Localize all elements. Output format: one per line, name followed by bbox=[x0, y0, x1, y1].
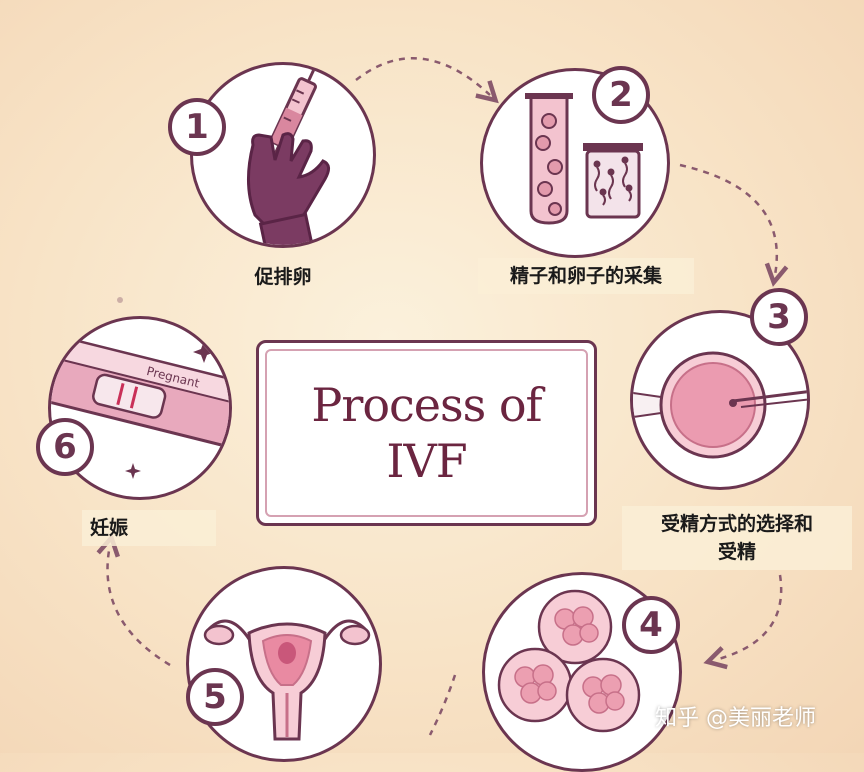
step-4-number: 4 bbox=[622, 596, 680, 654]
step-6-label: 妊娠 bbox=[82, 510, 216, 546]
step-5-number: 5 bbox=[186, 668, 244, 726]
step-6-number: 6 bbox=[36, 418, 94, 476]
arrow-5-to-6 bbox=[96, 533, 171, 667]
test-tubes-icon bbox=[525, 93, 643, 225]
step-1-label: 促排卵 bbox=[254, 266, 312, 288]
egg-injection-icon bbox=[633, 351, 807, 459]
title-line-1: Process of bbox=[311, 378, 542, 432]
title-box: Process of IVF bbox=[256, 340, 597, 526]
step-3-circle bbox=[630, 310, 810, 490]
embryo-cells-icon bbox=[497, 589, 641, 733]
title-inner-frame: Process of IVF bbox=[265, 349, 588, 517]
uterus-icon bbox=[203, 619, 371, 741]
arrow-3-to-4 bbox=[703, 574, 783, 670]
step-2-label: 精子和卵子的采集 bbox=[478, 258, 694, 294]
arrow-4-to-5 bbox=[428, 674, 457, 736]
step-3-label-line2: 受精 bbox=[717, 541, 756, 563]
step-3-label-line1: 受精方式的选择和 bbox=[660, 513, 813, 535]
step-3-number: 3 bbox=[750, 288, 808, 346]
title-line-2: IVF bbox=[386, 434, 467, 488]
ivf-process-diagram: 1 促排卵 2 精子和卵子的采集 bbox=[36, 57, 852, 772]
arrow-2-to-3 bbox=[679, 163, 789, 287]
step-3-label: 受精方式的选择和 受精 bbox=[622, 506, 852, 570]
step-2-number: 2 bbox=[592, 66, 650, 124]
arrow-1-to-2 bbox=[355, 57, 499, 104]
step-5-circle bbox=[186, 566, 382, 762]
step-1-circle bbox=[190, 62, 376, 248]
syringe-hand-icon bbox=[246, 65, 330, 245]
watermark: 知乎 @美丽老师 bbox=[655, 706, 816, 731]
step-1-number: 1 bbox=[168, 98, 226, 156]
